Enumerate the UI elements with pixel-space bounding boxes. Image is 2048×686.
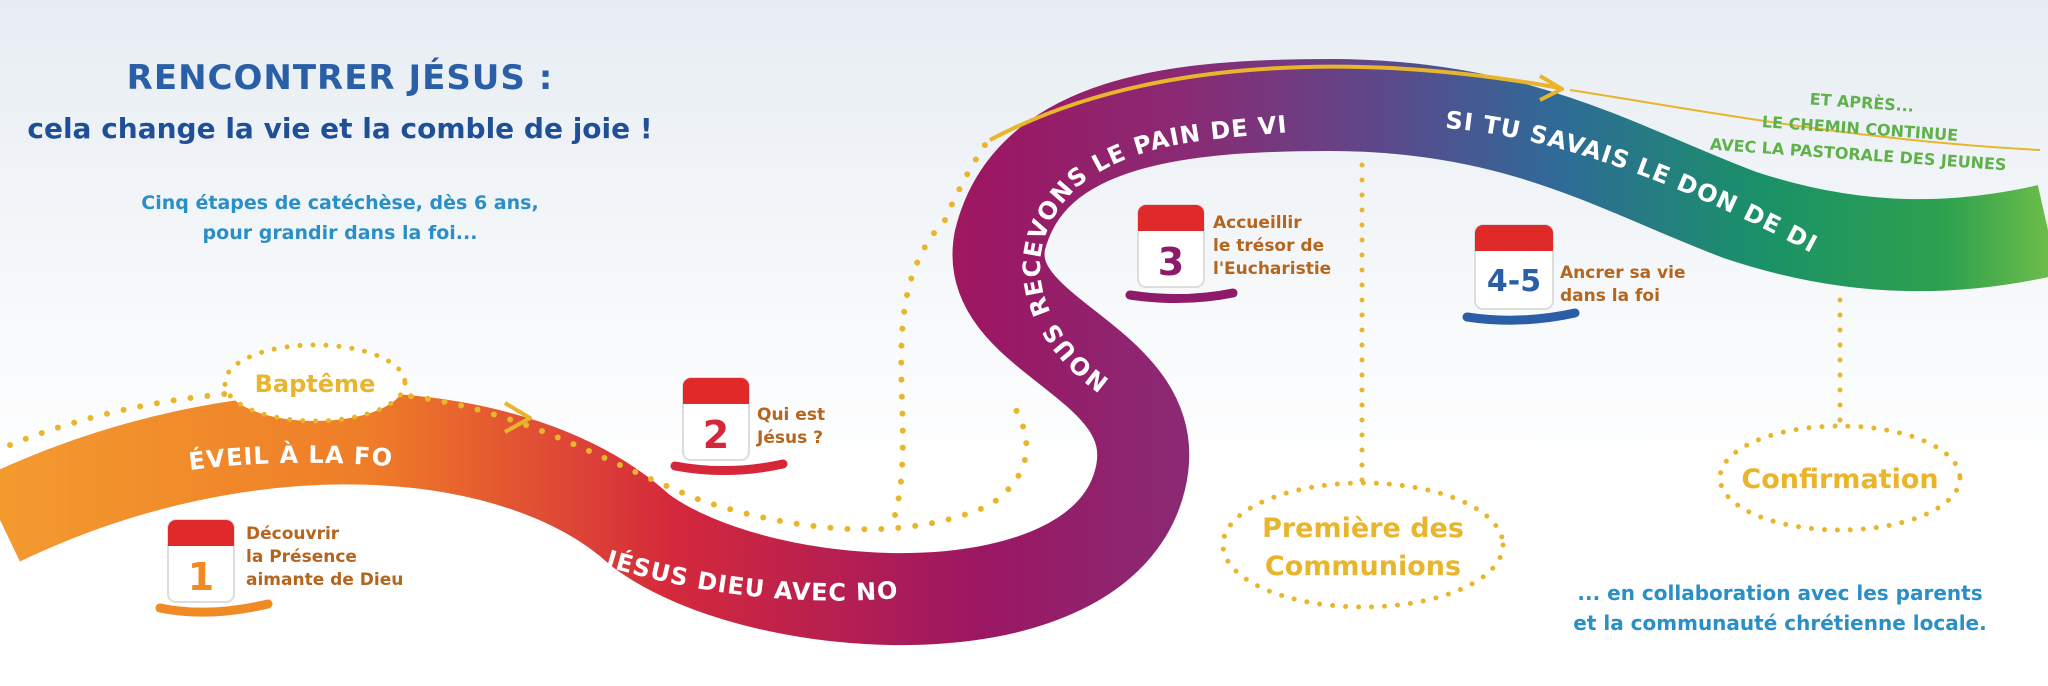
bubble-bapteme: Baptême bbox=[222, 342, 408, 424]
thin-line-right bbox=[1569, 89, 2041, 151]
collaboration-text: ... en collaboration avec les parents et… bbox=[1500, 578, 2048, 638]
step-4-5-text: Ancrer sa vie dans la foi bbox=[1560, 262, 1686, 308]
step-4-5-line-1: Ancrer sa vie bbox=[1560, 263, 1686, 283]
bubble-communions: Première des Communions bbox=[1220, 480, 1506, 610]
page-subtitle: cela change la vie et la comble de joie … bbox=[27, 112, 653, 145]
collaboration-line-1: ... en collaboration avec les parents bbox=[1577, 581, 1983, 605]
step-1-line-1: Découvrir bbox=[246, 524, 340, 544]
step-1-text: Découvrir la Présence aimante de Dieu bbox=[246, 523, 403, 592]
solid-top-arc bbox=[989, 64, 1561, 142]
step-4-5-line-2: dans la foi bbox=[1560, 286, 1660, 306]
step-3-text: Accueillir le trésor de l'Eucharistie bbox=[1213, 212, 1331, 281]
step-2-number: 2 bbox=[703, 413, 729, 457]
step-3-line-1: Accueillir bbox=[1213, 213, 1302, 233]
step-2-icon: 2 bbox=[670, 377, 788, 476]
step-2-line-1: Qui est bbox=[757, 405, 826, 425]
step-4-5-icon: 4-5 bbox=[1462, 224, 1580, 325]
step-1-number: 1 bbox=[188, 555, 214, 599]
bubble-communions-line2: Communions bbox=[1265, 551, 1461, 582]
top-arc-arrow bbox=[1538, 74, 1564, 102]
bubble-confirmation-label: Confirmation bbox=[1741, 464, 1938, 495]
bubble-communions-line1: Première des bbox=[1262, 513, 1464, 544]
collaboration-line-2: et la communauté chrétienne locale. bbox=[1573, 611, 1987, 635]
bubble-bapteme-label: Baptême bbox=[255, 370, 376, 398]
page-title: RENCONTRER JÉSUS : bbox=[126, 58, 554, 98]
step-3-icon: 3 bbox=[1125, 204, 1238, 304]
intro-line-1: Cinq étapes de catéchèse, dès 6 ans, bbox=[141, 192, 539, 214]
step-3-line-2: le trésor de bbox=[1213, 236, 1325, 256]
step-3-number: 3 bbox=[1158, 240, 1184, 284]
bubble-confirmation: Confirmation bbox=[1717, 423, 1963, 533]
step-1-line-3: aimante de Dieu bbox=[246, 570, 404, 590]
intro-text: Cinq étapes de catéchèse, dès 6 ans, pou… bbox=[0, 188, 680, 248]
step-1-icon: 1 bbox=[155, 519, 273, 617]
intro-line-2: pour grandir dans la foi... bbox=[202, 222, 478, 244]
step-2-text: Qui est Jésus ? bbox=[757, 404, 825, 450]
step-1-line-2: la Présence bbox=[246, 547, 357, 567]
journey-road bbox=[0, 58, 2048, 646]
left-path-arrow bbox=[503, 401, 532, 434]
step-2-line-2: Jésus ? bbox=[757, 428, 823, 448]
step-3-line-3: l'Eucharistie bbox=[1213, 259, 1332, 279]
step-4-5-number: 4-5 bbox=[1487, 264, 1541, 299]
